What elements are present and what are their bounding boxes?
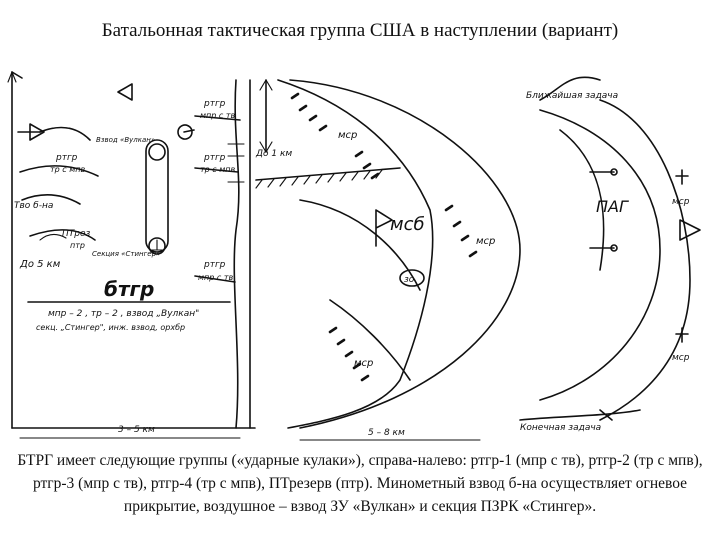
msr-label-5: мср bbox=[672, 353, 690, 363]
zo-label: зо bbox=[404, 275, 415, 285]
frame bbox=[7, 71, 256, 429]
msr-label-3: мср bbox=[354, 358, 373, 369]
msb-label: мсб bbox=[390, 214, 425, 235]
stinger-label: Секция «Стингер» bbox=[92, 250, 160, 258]
flag-symbol bbox=[117, 83, 133, 101]
btgr-composition-line1: мпр – 2 , тр – 2 , взвод „Вулкан" bbox=[48, 309, 199, 319]
routes: До 1 км bbox=[227, 78, 401, 429]
rtgr-label-1: ртгр bbox=[55, 153, 78, 163]
blizh-zadacha-label: Ближайшая задача bbox=[526, 91, 618, 101]
slide-title: Батальонная тактическая группа США в нас… bbox=[101, 20, 619, 41]
rtgr-label-4: ртгр bbox=[203, 260, 226, 270]
vulkan-stinger-column bbox=[145, 139, 169, 253]
do-5-km-label: До 5 км bbox=[19, 259, 61, 270]
dist-3-5-label: 3 – 5 км bbox=[118, 425, 155, 435]
mpr-s-tv-label-2: мпр с тв bbox=[198, 273, 233, 282]
ptr-label: птр bbox=[70, 241, 85, 250]
pag-label: ПАГ bbox=[596, 197, 629, 216]
rtgr-label-2: ртгр bbox=[203, 99, 226, 109]
objectives: Ближайшая задача ПАГ мср мср Конечная за… bbox=[519, 76, 701, 433]
konech-zadacha-label: Конечная задача bbox=[520, 423, 601, 433]
caption: БТРГ имеет следующие группы («ударные ку… bbox=[17, 452, 703, 515]
bottom-distances: 3 – 5 км 5 – 8 км bbox=[19, 425, 481, 441]
attack-front: мср мср мср мсб зо bbox=[277, 79, 521, 429]
left-units: ртгр тр с мпв Тво б-на ПТрез птр Взвод «… bbox=[14, 83, 241, 332]
rtgr-label-3: ртгр bbox=[203, 153, 226, 163]
do-1-km-label: До 1 км bbox=[255, 149, 292, 159]
vulkan-label: Взвод «Вулкан» bbox=[96, 136, 155, 144]
mpr-s-tv-label-1: мпр с тв bbox=[200, 111, 235, 120]
msr-label-1: мср bbox=[338, 130, 357, 141]
tvo-label: Тво б-на bbox=[14, 201, 53, 211]
arrow-symbol bbox=[177, 124, 195, 140]
btgr-composition-line2: секц. „Стингер", инж. взвод, орхбр bbox=[36, 323, 185, 332]
dist-5-8-label: 5 – 8 км bbox=[368, 428, 405, 438]
ptrez-label: ПТрез bbox=[62, 229, 91, 239]
tr-s-mpv-label-1: тр с мпв bbox=[50, 165, 85, 174]
distance-5km: До 5 км bbox=[19, 259, 61, 270]
tactical-diagram: До 5 км ртгр тр с мпв Тво б-на ПТрез птр… bbox=[7, 71, 701, 441]
msr-label-4: мср bbox=[672, 197, 690, 207]
btgr-label: бтгр bbox=[104, 277, 154, 301]
msr-label-2: мср bbox=[476, 236, 495, 247]
